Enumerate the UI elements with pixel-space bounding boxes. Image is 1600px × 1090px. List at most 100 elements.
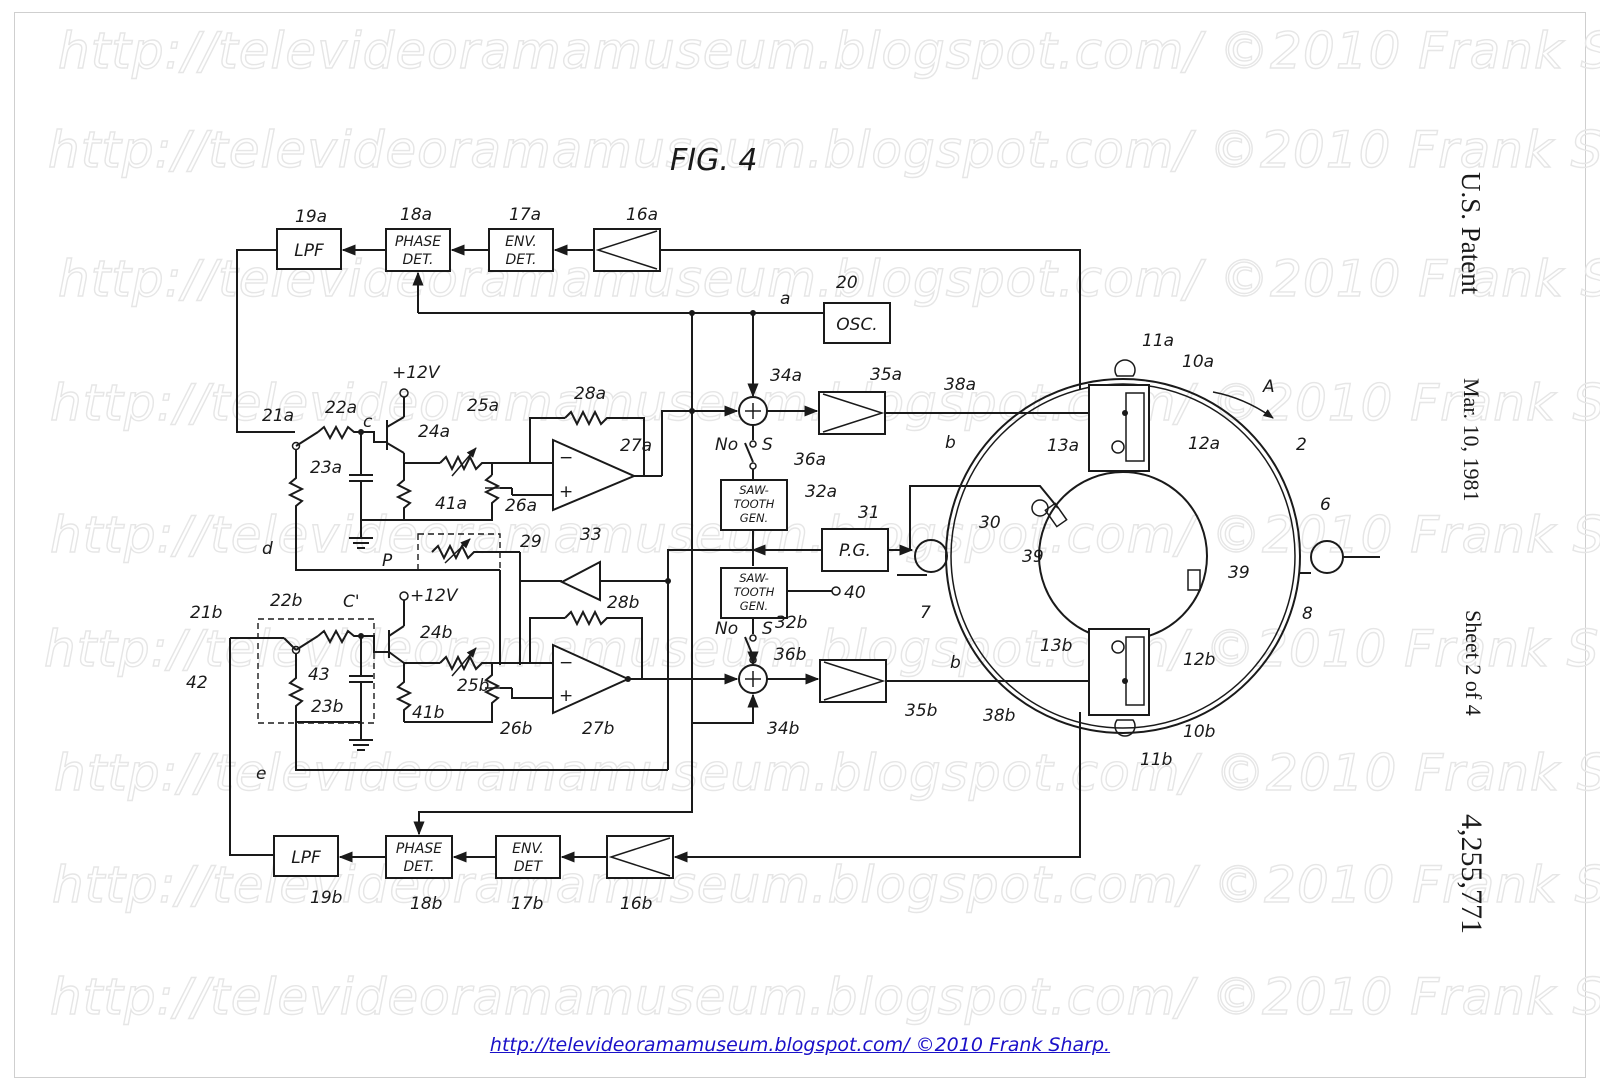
pg-magnet-39-right bbox=[1187, 569, 1201, 591]
resistor-28b bbox=[564, 609, 643, 679]
sawtooth-32b-box bbox=[720, 567, 788, 619]
wire bbox=[283, 637, 297, 651]
label-34a: 34a bbox=[770, 366, 802, 386]
transistor-24b bbox=[388, 625, 405, 637]
label-38a: 38a bbox=[944, 375, 976, 395]
label-25b: 25b bbox=[457, 676, 489, 696]
head-10b-screw bbox=[1111, 640, 1125, 654]
resistor-25a-arrow bbox=[451, 447, 477, 477]
wire bbox=[529, 617, 565, 663]
patent-side-text: U.S. Patent Mar. 10, 1981 Sheet 2 of 4 4… bbox=[1455, 172, 1488, 934]
sawtooth-32a-line2: TOOTH bbox=[734, 497, 775, 511]
phase-det-18a-line1: PHASE bbox=[395, 234, 441, 250]
label-31: 31 bbox=[858, 503, 880, 523]
label-24a: 24a bbox=[418, 422, 450, 442]
amp-16a-symbol bbox=[595, 230, 658, 270]
resistor-d bbox=[287, 450, 500, 571]
servo-a-circuit: +12V − + bbox=[287, 363, 645, 571]
supply-12v-a: +12V bbox=[392, 363, 441, 383]
label-26a: 26a bbox=[505, 496, 537, 516]
label-20: 20 bbox=[836, 273, 858, 293]
wire bbox=[675, 718, 1081, 858]
label-16a: 16a bbox=[626, 205, 658, 225]
label-d: d bbox=[262, 539, 273, 559]
head-10a-gap bbox=[1122, 410, 1128, 416]
env-det-17b-line1: ENV. bbox=[512, 841, 544, 857]
mixing-section: SAW- TOOTH GEN. P.G. SAW- TOOTH GEN. bbox=[628, 313, 1120, 770]
wire bbox=[667, 549, 753, 770]
amp-16a-box bbox=[593, 228, 661, 272]
wire-e bbox=[295, 722, 668, 771]
label-26b: 26b bbox=[500, 719, 532, 739]
label-a: a bbox=[780, 289, 790, 309]
lpf-19a-box bbox=[276, 228, 342, 270]
footer-source-link[interactable]: http://televideoramamuseum.blogspot.com/… bbox=[489, 1034, 1111, 1056]
label-35b: 35b bbox=[905, 701, 937, 721]
label-21b: 21b bbox=[190, 603, 222, 623]
phase-det-18b-line2: DET. bbox=[404, 859, 435, 875]
rotation-arrow-A bbox=[1212, 391, 1274, 419]
label-11a: 11a bbox=[1142, 331, 1174, 351]
label-19b: 19b bbox=[310, 888, 342, 908]
reference-labels: 19a 18a 17a 16a 20 a 34a 35a 38a b 11a 1… bbox=[186, 205, 1331, 914]
label-c: c bbox=[363, 412, 373, 432]
env-det-17a-line2: DET. bbox=[506, 252, 537, 268]
sawtooth-32b-line3: GEN. bbox=[740, 599, 768, 613]
label-19a: 19a bbox=[295, 207, 327, 227]
label-13b: 13b bbox=[1040, 636, 1072, 656]
label-7: 7 bbox=[920, 603, 931, 623]
label-11b: 11b bbox=[1140, 750, 1172, 770]
opamp-27b-minus: − bbox=[559, 653, 573, 673]
osc-20-label: OSC. bbox=[836, 315, 877, 335]
label-27b: 27b bbox=[582, 719, 614, 739]
label-30: 30 bbox=[979, 513, 1001, 533]
label-18a: 18a bbox=[400, 205, 432, 225]
osc-20-box bbox=[823, 302, 891, 344]
resistor-43 bbox=[287, 654, 361, 723]
label-e: e bbox=[256, 764, 266, 784]
label-12a: 12a bbox=[1188, 434, 1220, 454]
label-s-a: S bbox=[762, 435, 773, 455]
wire-42 bbox=[229, 638, 274, 856]
label-38b: 38b bbox=[983, 706, 1015, 726]
label-39-top: 39 bbox=[1022, 547, 1044, 567]
wire bbox=[660, 249, 1081, 370]
sawtooth-32b-line1: SAW- bbox=[739, 571, 769, 585]
node-21a bbox=[291, 441, 301, 451]
label-A: A bbox=[1262, 377, 1275, 397]
amp-35a-symbol bbox=[822, 393, 885, 433]
wire bbox=[295, 635, 319, 651]
resistor-25a bbox=[439, 454, 492, 472]
label-18b: 18b bbox=[410, 894, 442, 914]
wire bbox=[661, 410, 737, 476]
label-16b: 16b bbox=[620, 894, 652, 914]
head-10b-gap bbox=[1122, 678, 1128, 684]
label-no-a: No bbox=[715, 435, 738, 455]
resistor-41a bbox=[395, 463, 413, 520]
resistor-26b bbox=[404, 663, 501, 723]
resistor-41b bbox=[395, 663, 413, 722]
servo-b-circuit: +12V − + bbox=[229, 570, 668, 856]
top-demod-chain: LPF PHASE DET. ENV. DET. OSC. bbox=[236, 228, 1081, 433]
phase-det-18b-box bbox=[385, 835, 453, 879]
head-drum bbox=[897, 359, 1380, 737]
pg-magnet-39-top bbox=[1044, 502, 1068, 528]
resistor-29 bbox=[431, 543, 520, 561]
label-41b: 41b bbox=[412, 703, 444, 723]
watermark-layer: http://televideoramamuseum.blogspot.com/… bbox=[43, 21, 1600, 1026]
label-32a: 32a bbox=[805, 482, 837, 502]
capstan-7 bbox=[914, 539, 948, 573]
opamp-27a-plus: + bbox=[559, 482, 573, 502]
label-P: P bbox=[382, 551, 393, 571]
label-39-right: 39 bbox=[1228, 563, 1250, 583]
label-29: 29 bbox=[520, 532, 542, 552]
label-17b: 17b bbox=[511, 894, 543, 914]
supply-12v-b-terminal bbox=[399, 591, 409, 601]
watermark-line: http://televideoramamuseum.blogspot.com/… bbox=[50, 968, 1600, 1026]
amp-35a-box bbox=[818, 391, 886, 435]
lpf-19b-label: LPF bbox=[291, 848, 321, 868]
label-36b: 36b bbox=[774, 645, 806, 665]
lpf-19b-box bbox=[273, 835, 339, 877]
supply-12v-b: +12V bbox=[410, 586, 459, 606]
wire bbox=[236, 249, 295, 433]
